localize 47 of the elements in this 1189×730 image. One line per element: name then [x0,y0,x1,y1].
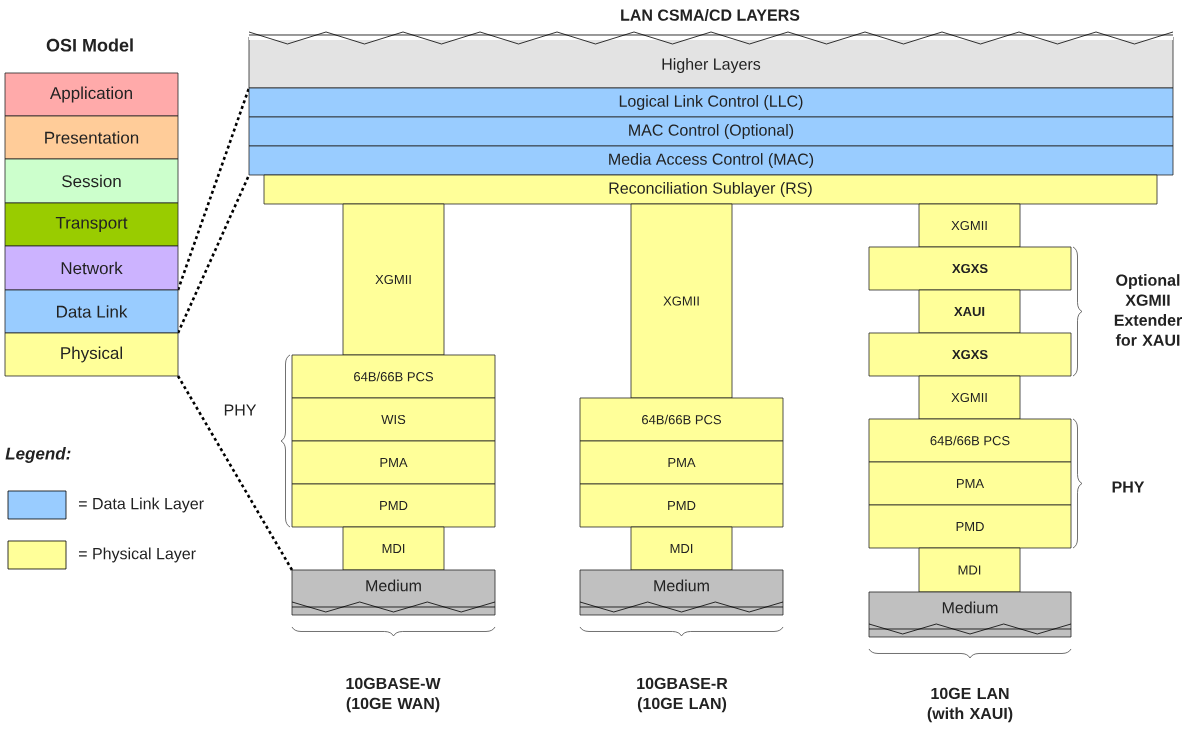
layer-box: MAC Control (Optional) [248,116,1174,147]
medium-box: Medium [579,569,784,616]
sublayer-box: PMD [579,483,784,528]
heading: OSI Model [46,38,133,52]
interface-box: MDI [918,547,1021,593]
sublayer-box: 64B/66B PCS [291,354,496,399]
sublayer-box: 64B/66B PCS [579,397,784,442]
sublayer-box: WIS [291,397,496,442]
sublayer-box: XGXS [868,332,1072,377]
layer-box: Higher Layers [248,31,1174,89]
interface-box: XGMII [918,375,1021,420]
sublayer-box: XGXS [868,246,1072,291]
group-label: PHY [224,404,257,416]
legend-text: = Data Link Layer [79,497,204,513]
interface-box: MDI [342,526,445,571]
interface-box: XGMII [342,203,445,356]
legend-text: = Physical Layer [79,547,196,563]
medium-box: Medium [868,591,1072,638]
sublayer-box: PMA [868,461,1072,506]
heading: LAN CSMA/CD LAYERS [621,9,800,21]
sublayer-box: PMA [291,440,496,485]
column-label: 10GBASE-W (10GE WAN) [346,677,441,713]
column-label: 10GBASE-R (10GE LAN) [637,677,728,713]
interface-box: XGMII [918,203,1021,248]
layer-box: Media Access Control (MAC) [248,145,1174,176]
group-label: Optional XGMII Extender for XAUI [1114,274,1182,346]
dotted-leader-line [176,87,251,291]
interface-box: XAUI [918,289,1021,334]
medium-box: Medium [291,569,496,616]
sublayer-box: 64B/66B PCS [868,418,1072,463]
group-label: PHY [1112,481,1145,493]
sublayer-box: PMD [868,504,1072,549]
layer-box: Session [4,158,179,204]
column-label: 10GE LAN (with XAUI) [927,687,1013,723]
legend-title: Legend: [5,447,71,463]
sublayer-box: PMD [291,483,496,528]
dotted-leader-line [176,375,294,571]
interface-box: MDI [630,526,733,571]
layer-box: Data Link [4,289,179,334]
layer-box: Physical [4,332,179,377]
layer-box: Network [4,245,179,291]
layer-box: Presentation [4,115,179,160]
layer-box: Application [4,72,179,117]
layer-box: Transport [4,202,179,247]
sublayer-box: PMA [579,440,784,485]
dotted-leader-line [176,174,251,334]
layer-box: Logical Link Control (LLC) [248,87,1174,118]
